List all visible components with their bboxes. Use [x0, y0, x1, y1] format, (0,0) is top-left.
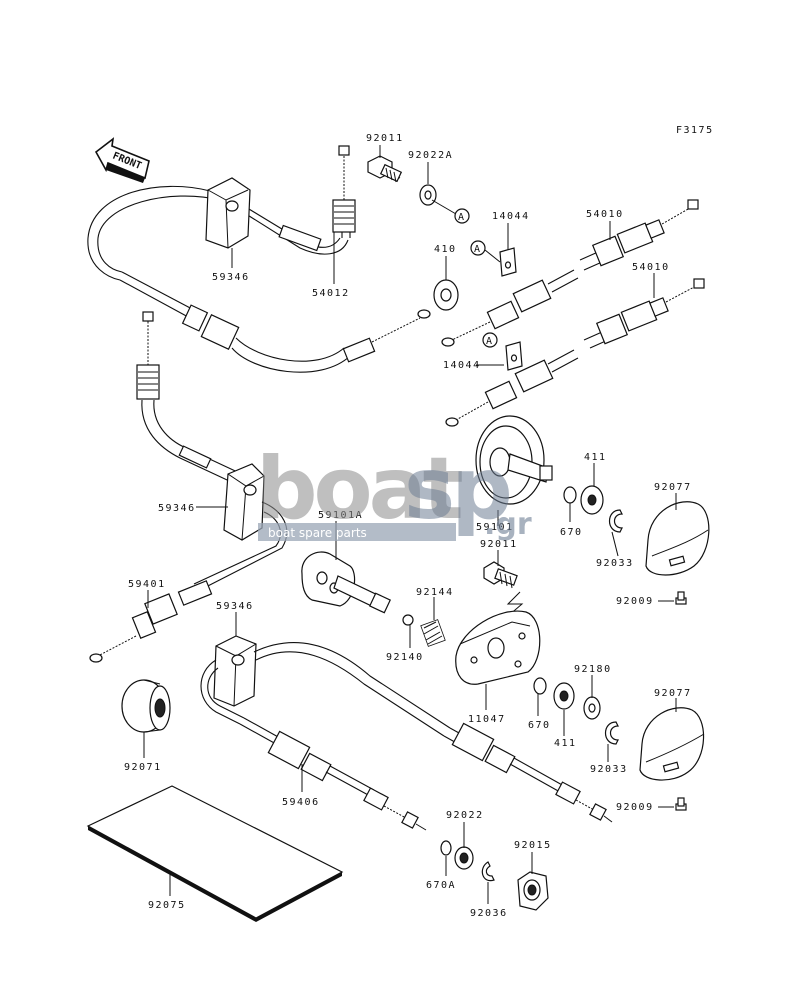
- bolt-92011-top: [367, 155, 403, 183]
- label-92033: 92033: [590, 764, 628, 775]
- label-92015: 92015: [514, 840, 552, 851]
- figure-code: F3175: [676, 125, 714, 136]
- cable-59346-low: [200, 635, 451, 737]
- housing-11047: [455, 610, 541, 685]
- label-410: 410: [434, 244, 457, 255]
- screw-92009-low: [675, 797, 687, 811]
- spring-92144: [420, 619, 446, 647]
- grip-cover-92077-low: [639, 707, 705, 781]
- grip-cover-92077-top: [645, 501, 710, 576]
- label-92075: 92075: [148, 900, 186, 911]
- label-92180: 92180: [574, 664, 612, 675]
- label-92144: 92144: [416, 587, 454, 598]
- roller-92071: [121, 679, 171, 733]
- label-59401: 59401: [128, 579, 166, 590]
- washer-411-top: [580, 485, 604, 515]
- label-92011: 92011: [366, 133, 404, 144]
- cable-54010-top: [579, 199, 699, 271]
- ref-mark-a: A: [474, 244, 482, 255]
- label-14044: 14044: [443, 360, 481, 371]
- label-670A: 670A: [426, 880, 456, 891]
- cable-54010-mid: [583, 278, 705, 349]
- washer-92022: [454, 846, 474, 870]
- nut-92015: [517, 871, 549, 911]
- bracket-14044-top: A: [470, 240, 517, 277]
- label-92033: 92033: [596, 558, 634, 569]
- label-11047: 11047: [468, 714, 506, 725]
- o-ring-670-top: [563, 486, 577, 504]
- watermark-tagline: boat spare parts: [268, 526, 367, 540]
- label-59101: 59101: [476, 522, 514, 533]
- label-92077: 92077: [654, 688, 692, 699]
- label-92071: 92071: [124, 762, 162, 773]
- lever-59101A: [301, 551, 392, 614]
- bracket-14044-mid: A: [482, 332, 523, 371]
- part-labels: 92011 92022A 14044 54010 410 54010 59346…: [124, 133, 692, 919]
- label-92009: 92009: [616, 802, 654, 813]
- front-arrow-icon: FRONT: [94, 137, 150, 183]
- label-54010: 54010: [632, 262, 670, 273]
- pad-92075: [86, 785, 344, 922]
- cable-cover-59346-top: [205, 177, 251, 249]
- watermark-brand-right: sp: [404, 439, 509, 539]
- throttle-cable-mid: [89, 311, 288, 663]
- circlip-92036: [481, 861, 495, 882]
- label-59346: 59346: [158, 503, 196, 514]
- label-54012: 54012: [312, 288, 350, 299]
- o-ring-670-low: [533, 677, 547, 695]
- steering-cable-upper: [87, 145, 431, 373]
- label-411: 411: [584, 452, 607, 463]
- cable-59406: [239, 717, 427, 831]
- label-59406: 59406: [282, 797, 320, 808]
- label-411: 411: [554, 738, 577, 749]
- ball-92140: [402, 614, 414, 626]
- label-92036: 92036: [470, 908, 508, 919]
- cable-right-lower: [443, 722, 613, 823]
- label-14044: 14044: [492, 211, 530, 222]
- circlip-92033-low: [604, 721, 619, 745]
- washer-92180: [583, 696, 601, 720]
- label-92011: 92011: [480, 539, 518, 550]
- label-92009: 92009: [616, 596, 654, 607]
- label-59346: 59346: [212, 272, 250, 283]
- label-92022A: 92022A: [408, 150, 453, 161]
- o-ring-670A: [440, 840, 452, 856]
- throttle-lever-59101: [475, 415, 553, 505]
- label-59346: 59346: [216, 601, 254, 612]
- watermark-logo: boat sp .gr boat spare parts: [256, 439, 532, 542]
- bolt-92011-mid: [483, 561, 524, 617]
- circlip-92033-top: [608, 509, 623, 533]
- label-92022: 92022: [446, 810, 484, 821]
- ref-mark-a: A: [458, 212, 466, 223]
- label-670: 670: [528, 720, 551, 731]
- watermark-brand-left: boat: [256, 439, 463, 539]
- label-59101A: 59101A: [318, 510, 363, 521]
- cable-center-upper: [441, 269, 579, 347]
- washer-411-low: [553, 682, 575, 710]
- label-670: 670: [560, 527, 583, 538]
- label-92140: 92140: [386, 652, 424, 663]
- label-92077: 92077: [654, 482, 692, 493]
- screw-92009-top: [675, 591, 687, 605]
- watermark-domain: .gr: [484, 507, 532, 542]
- cable-center-lower: [445, 349, 579, 427]
- washer-92022A: A: [419, 184, 470, 224]
- label-54010: 54010: [586, 209, 624, 220]
- ref-mark-a: A: [486, 336, 494, 347]
- washer-410: [433, 279, 459, 311]
